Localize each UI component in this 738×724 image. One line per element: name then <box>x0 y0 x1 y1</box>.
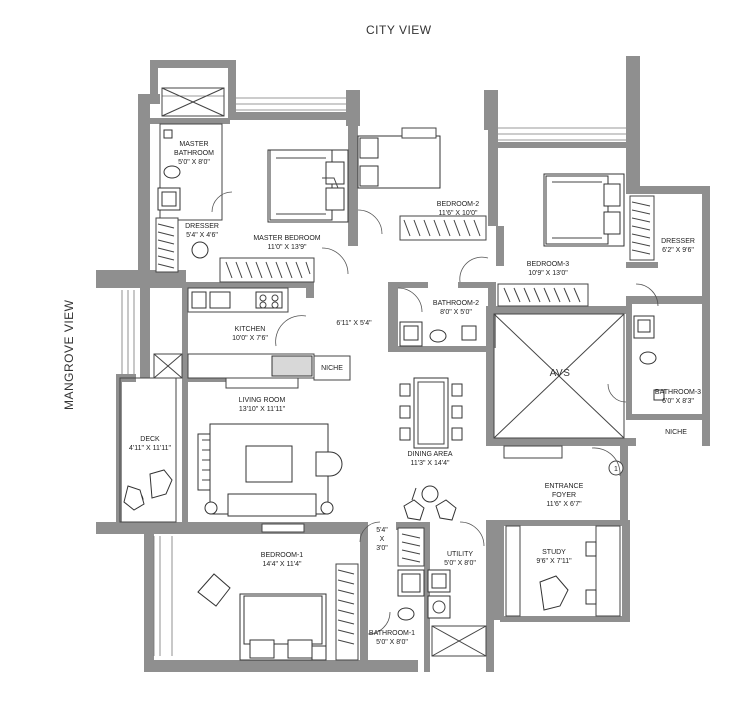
living-room-name: LIVING ROOM <box>239 397 286 404</box>
dining-area-dims: 11'3" X 14'4" <box>410 460 450 467</box>
dining-furniture <box>399 377 463 521</box>
balcony-marks <box>153 87 487 657</box>
right-dresser <box>629 195 655 261</box>
master-bedroom-dims: 11'0" X 13'9" <box>267 244 307 251</box>
glazing <box>121 87 626 656</box>
utility-name: UTILITY <box>447 551 473 558</box>
small-passage-3: 3'0" <box>376 545 388 552</box>
dresser-left-dims: 5'4" X 4'6" <box>186 232 218 239</box>
master-bathroom <box>157 123 223 221</box>
walls <box>96 56 710 672</box>
bedroom-1-furniture <box>197 563 359 661</box>
bedroom-3-name: BEDROOM-3 <box>527 261 570 268</box>
entrance-foyer-name-1: ENTRANCE <box>545 483 584 490</box>
master-bathroom-name-2: BATHROOM <box>174 150 214 157</box>
master-bathroom-name-1: MASTER <box>179 141 208 148</box>
labels: CITY VIEW MANGROVE VIEW MASTER BATHROOM … <box>62 23 701 646</box>
master-bedroom-name: MASTER BEDROOM <box>253 235 320 242</box>
living-room-dims: 13'10" X 11'11" <box>239 406 286 413</box>
bedroom-3-furniture <box>497 173 625 307</box>
dresser-right-name: DRESSER <box>661 238 695 245</box>
bathroom-2-dims: 8'0" X 5'0" <box>440 309 472 316</box>
mangrove-view-label: MANGROVE VIEW <box>62 299 76 410</box>
avs-label: AVS <box>550 368 571 379</box>
dresser-left-name: DRESSER <box>185 223 219 230</box>
small-passage-2: X <box>380 536 385 543</box>
bedroom-2-dims: 11'6" X 10'0" <box>438 210 478 217</box>
dresser-right-dims: 6'2" X 9'6" <box>662 247 694 254</box>
small-passage-1: 5'4" <box>376 527 388 534</box>
entrance-foyer-dims: 11'6" X 6'7" <box>546 501 582 508</box>
study-name: STUDY <box>542 549 566 556</box>
bedroom-3-dims: 10'9" X 13'0" <box>528 270 568 277</box>
entrance-markers <box>503 445 624 476</box>
bathroom-3-dims: 6'0" X 8'3" <box>662 398 694 405</box>
bedroom-1-dims: 14'4" X 11'4" <box>262 561 302 568</box>
deck-name: DECK <box>140 436 160 443</box>
bedroom-1-name: BEDROOM-1 <box>261 552 304 559</box>
bedroom-2-furniture <box>357 127 487 241</box>
master-bed <box>267 149 349 223</box>
avs-shaft <box>493 313 625 439</box>
master-wardrobes <box>155 217 315 283</box>
niche-right-label: NICHE <box>665 429 687 436</box>
kitchen <box>187 287 351 381</box>
bathroom-3-name: BATHROOM-3 <box>655 389 701 396</box>
city-view-label: CITY VIEW <box>366 23 432 37</box>
deck-furniture <box>119 377 177 523</box>
kitchen-dims: 10'0" X 7'6" <box>232 335 268 342</box>
entrance-marker: 1 <box>614 466 618 473</box>
niche-kitchen-label: NICHE <box>321 365 343 372</box>
utility-dims: 5'0" X 8'0" <box>444 560 476 567</box>
study-furniture <box>505 525 621 617</box>
bedroom-2-name: BEDROOM-2 <box>437 201 480 208</box>
deck-dims: 4'11" X 11'11" <box>129 445 171 452</box>
living-room-furniture <box>197 377 343 533</box>
utility-fixtures <box>397 527 451 621</box>
bathroom-2-name: BATHROOM-2 <box>433 300 479 307</box>
dining-area-name: DINING AREA <box>407 451 452 458</box>
doors <box>211 191 659 635</box>
passage-dims: 6'11" X 5'4" <box>336 320 372 327</box>
bathroom-1-dims: 5'0" X 8'0" <box>376 639 408 646</box>
study-dims: 9'6" X 7'11" <box>536 558 572 565</box>
bathroom-1-name: BATHROOM-1 <box>369 630 415 637</box>
master-bathroom-dims: 5'0" X 8'0" <box>178 159 210 166</box>
bathroom-3-fixtures <box>633 315 665 401</box>
entrance-foyer-name-2: FOYER <box>552 492 576 499</box>
kitchen-name: KITCHEN <box>235 326 266 333</box>
bathroom-2-fixtures <box>399 321 477 347</box>
